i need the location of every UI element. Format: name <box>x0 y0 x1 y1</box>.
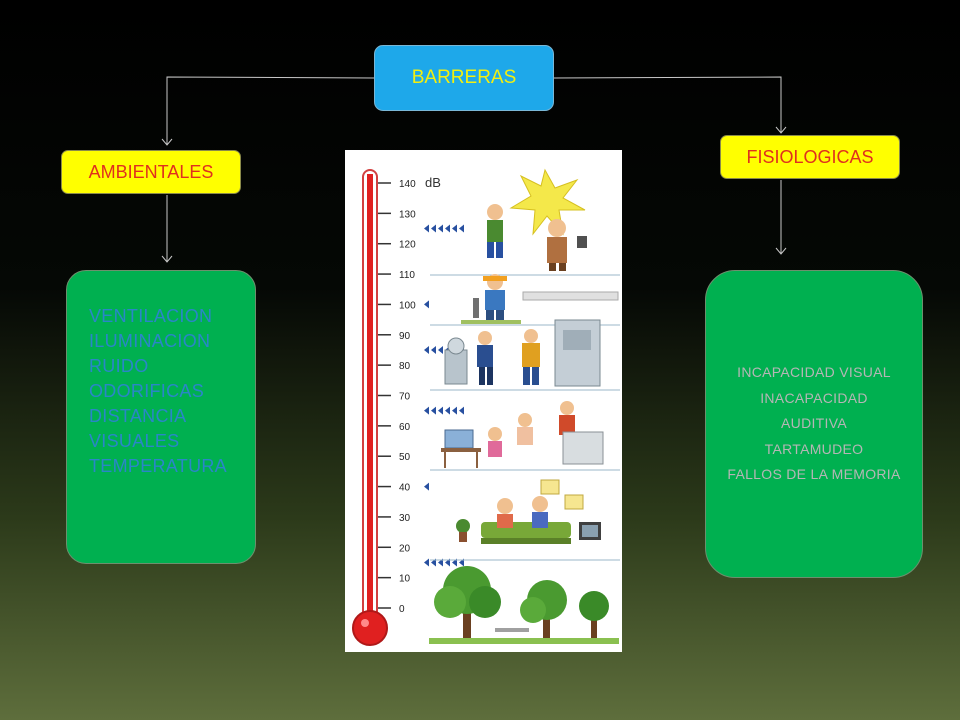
arrow-marker <box>424 345 429 354</box>
list-item: TARTAMUDEO <box>764 440 864 457</box>
arrow-marker <box>431 224 436 233</box>
list-item: VENTILACION <box>89 306 213 326</box>
arrow-marker <box>438 345 443 354</box>
fisiologicas-list-box: INCAPACIDAD VISUAL INACAPACIDAD AUDITIVA… <box>705 270 923 578</box>
list-item: RUIDO <box>89 356 149 376</box>
scale-tick-label: 100 <box>399 300 416 311</box>
fisiologicas-list: INCAPACIDAD VISUAL INACAPACIDAD AUDITIVA… <box>726 360 902 488</box>
scale-tick-label: 120 <box>399 240 416 251</box>
list-item: FALLOS DE LA MEMORIA <box>727 466 901 483</box>
unit-label: dB <box>425 175 441 190</box>
root-node-barreras: BARRERAS <box>374 45 554 111</box>
living-room-scene <box>456 479 601 544</box>
ambientales-list: VENTILACION ILUMINACION RUIDO ODORIFICAS… <box>89 304 227 479</box>
list-item: INACAPACIDAD AUDITIVA <box>760 389 868 432</box>
thermometer-mercury <box>367 174 373 624</box>
arrow-marker <box>459 406 464 415</box>
thermometer-bulb <box>352 610 388 646</box>
office-scene <box>441 401 604 468</box>
list-item: VISUALES <box>89 431 180 451</box>
arrow-marker <box>424 482 429 491</box>
scale-tick-label: 40 <box>399 483 411 494</box>
band-separators <box>430 274 620 561</box>
scale-tick-label: 60 <box>399 422 411 433</box>
factory-scene <box>444 319 601 387</box>
scale-tick-label: 80 <box>399 361 411 372</box>
category-ambientales: AMBIENTALES <box>61 150 241 194</box>
arrow-marker <box>438 406 443 415</box>
arrow-marker <box>424 406 429 415</box>
scale-tick-label: 130 <box>399 209 416 220</box>
arrow-marker <box>431 406 436 415</box>
list-item: ILUMINACION <box>89 331 211 351</box>
arrow-marker <box>452 406 457 415</box>
arrow-marker <box>424 224 429 233</box>
scale-tick-label: 30 <box>399 513 411 524</box>
scale-tick-label: 110 <box>399 270 415 281</box>
explosion-scene <box>487 168 587 271</box>
root-node-label: BARRERAS <box>411 67 517 88</box>
scale-tick-label: 20 <box>399 543 411 554</box>
category-ambientales-label: AMBIENTALES <box>88 161 214 182</box>
arrow-marker <box>445 406 450 415</box>
scale-tick-label: 0 <box>399 604 405 615</box>
list-item: ODORIFICAS <box>89 381 205 401</box>
scale-tick-label: 140 <box>399 179 416 190</box>
arrow-marker <box>459 224 464 233</box>
bulb-highlight <box>361 619 369 627</box>
arrow-marker <box>424 300 429 309</box>
category-fisiologicas: FISIOLOGICAS <box>720 135 900 179</box>
list-item: TEMPERATURA <box>89 456 227 476</box>
arrow-marker <box>424 558 429 567</box>
category-fisiologicas-label: FISIOLOGICAS <box>746 146 874 167</box>
list-item: INCAPACIDAD VISUAL <box>737 364 891 381</box>
scale-arrow-markers <box>424 224 464 567</box>
trees-scene <box>429 566 619 644</box>
arrow-marker <box>438 224 443 233</box>
arrow-marker <box>445 224 450 233</box>
ambientales-list-box: VENTILACION ILUMINACION RUIDO ODORIFICAS… <box>66 270 256 564</box>
arrow-marker <box>431 345 436 354</box>
list-item: DISTANCIA <box>89 406 187 426</box>
scale-tick-label: 10 <box>399 574 411 585</box>
scale-tick-label: 70 <box>399 392 411 403</box>
arrow-marker <box>452 224 457 233</box>
scale-tick-label: 50 <box>399 452 411 463</box>
jackhammer-scene <box>461 274 619 324</box>
scale-tick-label: 90 <box>399 331 411 342</box>
